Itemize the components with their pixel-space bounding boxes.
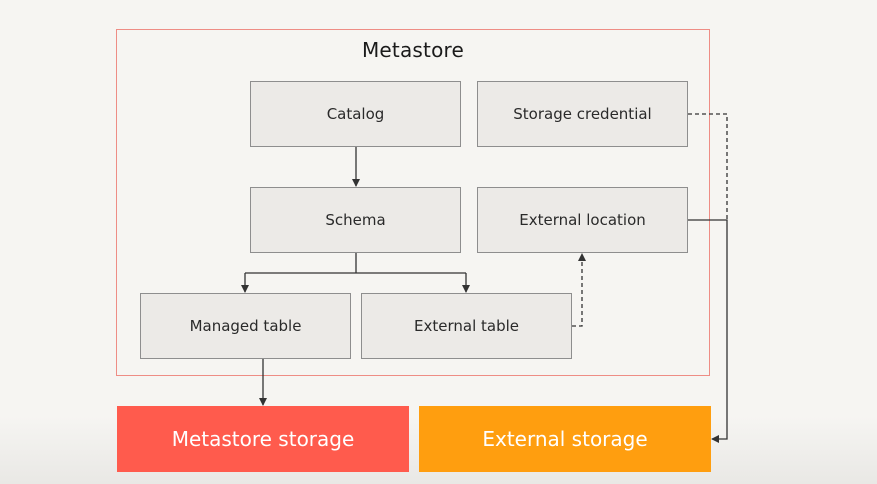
- catalog-node: Catalog: [250, 81, 461, 147]
- storage-credential-node: Storage credential: [477, 81, 688, 147]
- metastore-frame: [116, 29, 710, 376]
- managed-table-node: Managed table: [140, 293, 351, 359]
- external-table-node: External table: [361, 293, 572, 359]
- external-location-to-external-storage-arrow: [688, 219, 728, 443]
- external-storage-block: External storage: [419, 406, 711, 472]
- metastore-storage-block: Metastore storage: [117, 406, 409, 472]
- external-location-node: External location: [477, 187, 688, 253]
- metastore-title: Metastore: [361, 38, 465, 62]
- external-table-to-external-location-arrow: [572, 253, 586, 327]
- storage-credential-link: [688, 113, 728, 220]
- schema-node: Schema: [250, 187, 461, 253]
- schema-split-line: [245, 253, 466, 274]
